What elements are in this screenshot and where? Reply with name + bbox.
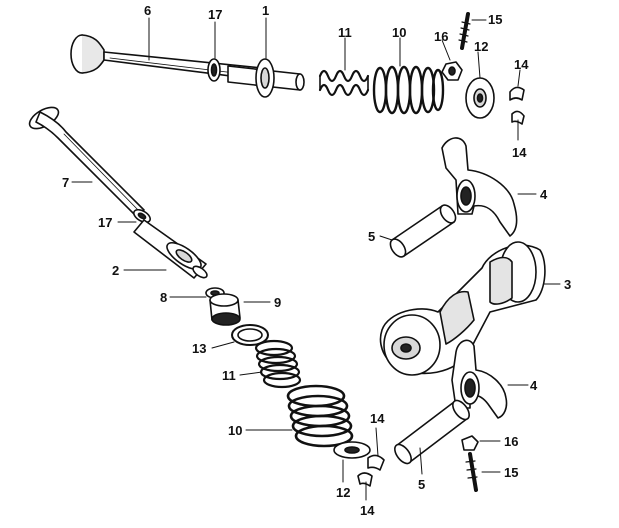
inner-spring-lower: [254, 339, 302, 389]
callout-14: 14: [514, 57, 529, 72]
callout-7: 7: [62, 175, 70, 190]
adjust-screw-upper: [458, 12, 471, 50]
inner-spring-upper: [318, 69, 370, 97]
callout-16: 16: [434, 29, 449, 44]
callout-12: 12: [336, 485, 351, 500]
outer-spring-lower: [286, 384, 354, 448]
callout-4: 4: [540, 187, 548, 202]
spring-retainer-upper: [465, 77, 495, 119]
callout-4: 4: [530, 378, 538, 393]
callout-5: 5: [418, 477, 426, 492]
rocker-arm-lower: [451, 339, 508, 419]
valve-lower: [28, 106, 145, 217]
leader-lines: [71, 17, 561, 501]
nut-upper: [441, 61, 463, 81]
rocker-shaft-upper: [389, 204, 457, 258]
callout-1: 1: [262, 3, 270, 18]
callout-9: 9: [274, 295, 282, 310]
callout-16: 16: [504, 434, 519, 449]
camshaft: [379, 241, 546, 376]
callout-6: 6: [144, 3, 152, 18]
callout-11: 11: [338, 25, 352, 40]
callout-3: 3: [564, 277, 572, 292]
spring-washer: [231, 324, 269, 346]
valve-spring-seat: [209, 293, 241, 326]
rocker-shaft-lower: [394, 399, 470, 465]
callout-5: 5: [368, 229, 376, 244]
callout-10: 10: [228, 423, 243, 438]
callout-14: 14: [512, 145, 527, 160]
callout-17: 17: [208, 7, 223, 22]
callout-8: 8: [160, 290, 168, 305]
callout-15: 15: [488, 12, 503, 27]
valve-upper: [70, 34, 263, 81]
rocker-arm-upper: [441, 137, 518, 237]
callout-13: 13: [192, 341, 207, 356]
callout-15: 15: [504, 465, 519, 480]
valve-seal-lower: [133, 208, 151, 224]
adjust-screw-lower: [465, 452, 478, 492]
valve-cotter-upper-a: [509, 86, 525, 101]
spring-retainer-lower: [333, 441, 371, 459]
valve-cotter-lower-a: [367, 454, 385, 471]
callout-2: 2: [112, 263, 120, 278]
callout-12: 12: [474, 39, 489, 54]
valve-cotter-lower-b: [357, 472, 373, 487]
valve-seal-upper: [207, 58, 221, 82]
callout-11: 11: [222, 368, 236, 383]
valve-cotter-upper-b: [511, 110, 525, 125]
callout-17: 17: [98, 215, 113, 230]
valve-guide-lower: [133, 219, 208, 279]
callout-14: 14: [360, 503, 375, 518]
valve-guide-upper: [227, 58, 305, 98]
callout-14: 14: [370, 411, 385, 426]
nut-lower: [461, 435, 479, 451]
callout-10: 10: [392, 25, 407, 40]
outer-spring-upper: [372, 65, 445, 115]
